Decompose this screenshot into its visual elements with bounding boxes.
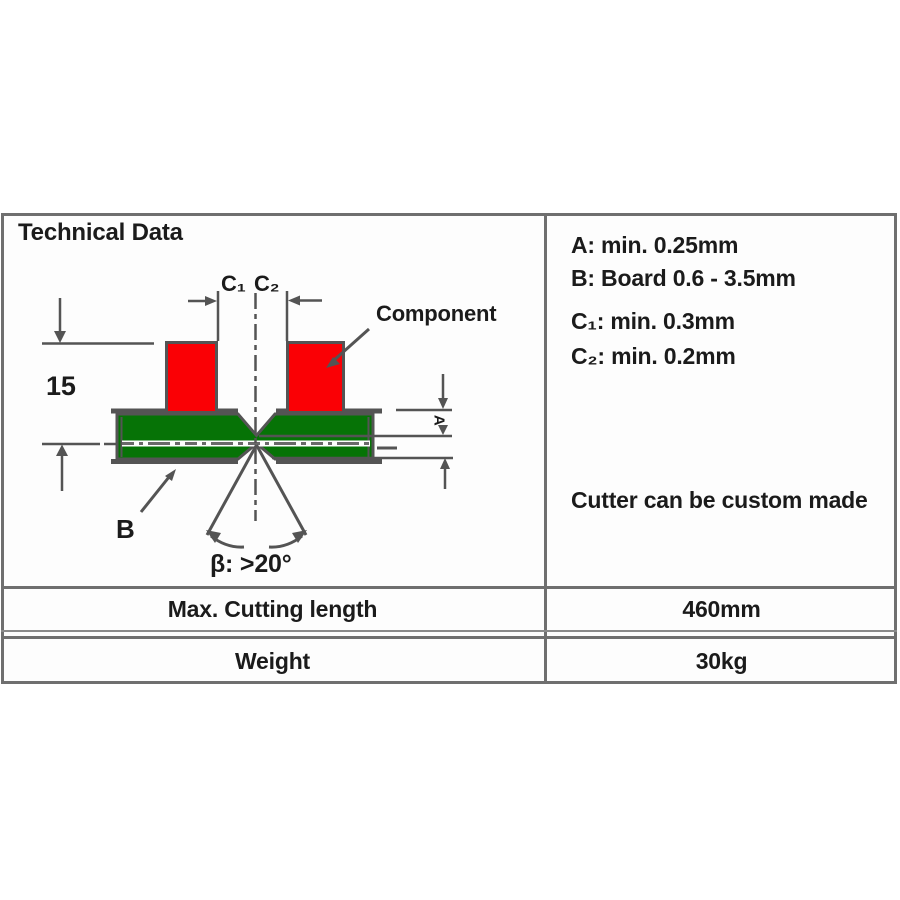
table-row-divider-middle-b — [1, 636, 897, 639]
c1-dimension-label: C₁ — [221, 271, 246, 296]
spec-c2: C₂: min. 0.2mm — [571, 343, 736, 369]
height-arrow-up-icon — [56, 444, 68, 456]
component-height-label: 15 — [46, 371, 76, 401]
c-dimension-lines — [188, 291, 322, 521]
web-dimension-lines — [441, 374, 447, 489]
c2-arrow-icon — [288, 295, 300, 306]
web-arrow-bottom-icon — [440, 458, 450, 469]
height-dimension-lines — [42, 298, 154, 491]
table-row-divider-middle-a — [1, 630, 897, 632]
spec-a: A: min. 0.25mm — [571, 232, 739, 258]
component-leader-line — [331, 327, 370, 364]
web-thickness-label: A — [430, 414, 448, 426]
component-left — [165, 341, 218, 414]
table-row-label-weight: Weight — [234, 648, 311, 674]
c1-arrow-icon — [205, 296, 217, 306]
component-leader-arrow-icon — [326, 357, 340, 368]
spec-c1: C₁: min. 0.3mm — [571, 308, 735, 334]
cut-angle-label: β: >20° — [210, 550, 292, 578]
angle-arc-arrow-right-icon — [292, 530, 307, 543]
c2-dimension-label: C₂ — [254, 271, 280, 296]
table-row-value-weight: 30kg — [695, 648, 748, 674]
board-leader-line — [139, 476, 171, 513]
table-row-divider-top — [1, 586, 897, 589]
table-vertical-divider — [544, 213, 547, 684]
page-title: Technical Data — [18, 219, 183, 246]
component-right — [286, 341, 345, 414]
custom-cutter-note: Cutter can be custom made — [571, 487, 868, 513]
spec-b: B: Board 0.6 - 3.5mm — [571, 265, 796, 291]
web-arrow-top-icon — [438, 398, 448, 409]
table-row-label-cutting-length: Max. Cutting length — [167, 596, 378, 622]
component-label: Component — [376, 301, 497, 326]
height-arrow-down-icon — [54, 331, 66, 343]
board-label: B — [116, 514, 135, 544]
vcut-diagram — [42, 291, 453, 549]
component-blocks — [165, 341, 345, 414]
board-leader-arrow-icon — [165, 469, 176, 481]
table-row-value-cutting-length: 460mm — [682, 596, 761, 622]
web-extension-lines — [259, 408, 453, 460]
angle-arc-arrow-left-icon — [206, 530, 221, 543]
web-arrow-mid-icon — [438, 425, 448, 435]
